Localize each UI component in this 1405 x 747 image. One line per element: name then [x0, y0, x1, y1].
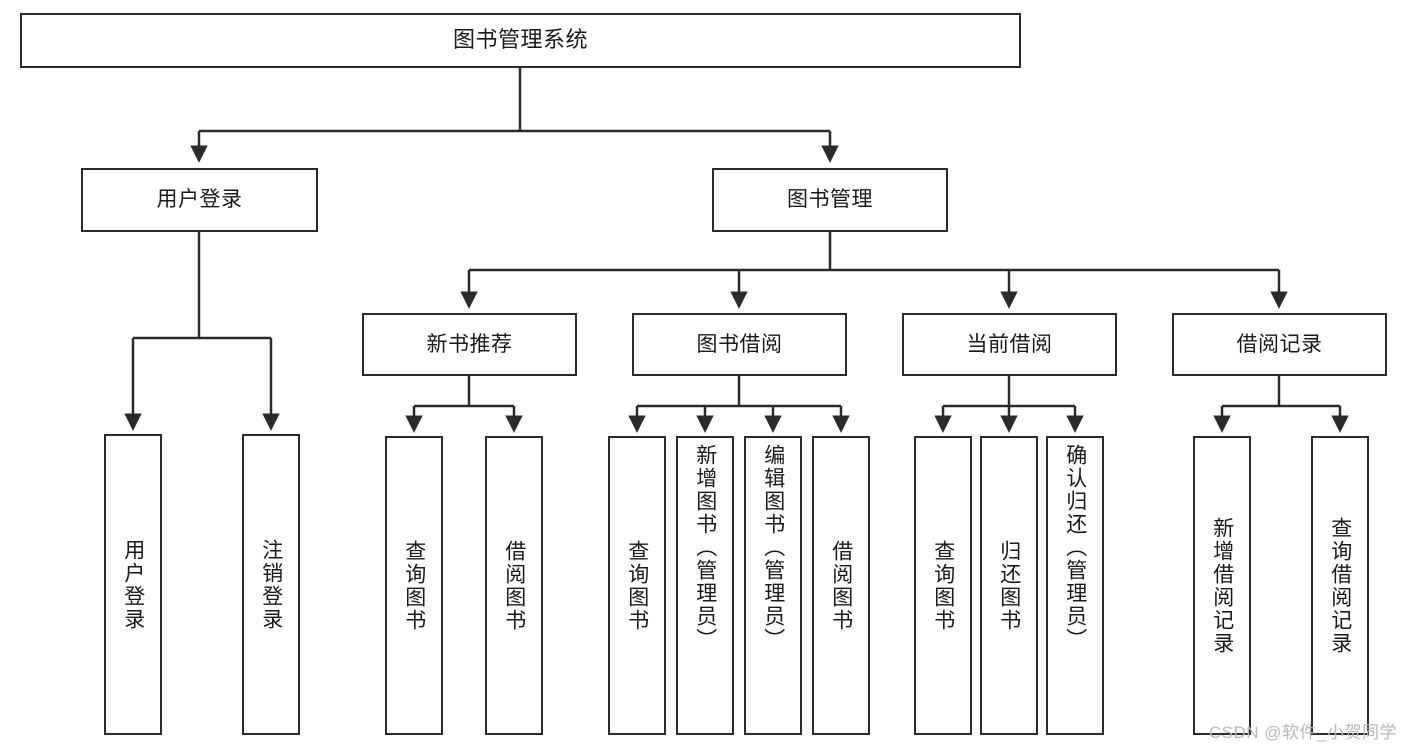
leaf-user-login-login[interactable]: 用户登录 — [104, 434, 162, 735]
node-label: 确认归还（管理员） — [1063, 444, 1087, 651]
node-label: 查询图书 — [931, 539, 955, 632]
node-root-book-management-system[interactable]: 图书管理系统 — [20, 13, 1021, 68]
node-borrow-record[interactable]: 借阅记录 — [1172, 313, 1387, 376]
leaf-current-borrow-confirm-return-admin[interactable]: 确认归还（管理员） — [1046, 436, 1104, 735]
node-label: 当前借阅 — [966, 332, 1053, 356]
leaf-book-borrow-add-book-admin[interactable]: 新增图书（管理员） — [676, 436, 734, 735]
leaf-current-borrow-query-book[interactable]: 查询图书 — [914, 436, 972, 735]
node-label: 编辑图书（管理员） — [761, 444, 785, 651]
node-label: 借阅图书 — [502, 539, 526, 632]
node-label: 图书管理 — [787, 188, 873, 212]
leaf-borrow-record-query-record[interactable]: 查询借阅记录 — [1311, 436, 1369, 735]
node-label: 新增图书（管理员） — [693, 444, 717, 651]
leaf-book-borrow-query-book[interactable]: 查询图书 — [608, 436, 666, 735]
node-label: 注销登录 — [259, 538, 283, 631]
node-label: 借阅记录 — [1236, 332, 1323, 356]
leaf-book-borrow-edit-book-admin[interactable]: 编辑图书（管理员） — [744, 436, 802, 735]
leaf-book-borrow-borrow-book[interactable]: 借阅图书 — [812, 436, 870, 735]
node-label: 归还图书 — [997, 539, 1021, 632]
node-book-borrow[interactable]: 图书借阅 — [632, 313, 847, 376]
node-label: 查询图书 — [402, 539, 426, 632]
node-label: 查询借阅记录 — [1328, 516, 1352, 655]
node-new-book-recommend[interactable]: 新书推荐 — [362, 313, 577, 376]
leaf-new-book-borrow-book[interactable]: 借阅图书 — [485, 436, 543, 735]
node-label: 图书管理系统 — [452, 27, 588, 53]
leaf-current-borrow-return-book[interactable]: 归还图书 — [980, 436, 1038, 735]
node-label: 新增借阅记录 — [1210, 516, 1234, 655]
node-current-borrow[interactable]: 当前借阅 — [902, 313, 1117, 376]
node-label: 查询图书 — [625, 539, 649, 632]
leaf-borrow-record-add-record[interactable]: 新增借阅记录 — [1193, 436, 1251, 735]
node-label: 用户登录 — [121, 538, 145, 631]
node-label: 图书借阅 — [696, 332, 783, 356]
node-label: 新书推荐 — [426, 332, 513, 356]
leaf-user-login-logout[interactable]: 注销登录 — [242, 434, 300, 735]
node-book-management[interactable]: 图书管理 — [712, 168, 948, 232]
node-label: 用户登录 — [156, 188, 243, 212]
leaf-new-book-query-book[interactable]: 查询图书 — [385, 436, 443, 735]
node-user-login[interactable]: 用户登录 — [81, 168, 318, 232]
node-label: 借阅图书 — [829, 539, 853, 632]
